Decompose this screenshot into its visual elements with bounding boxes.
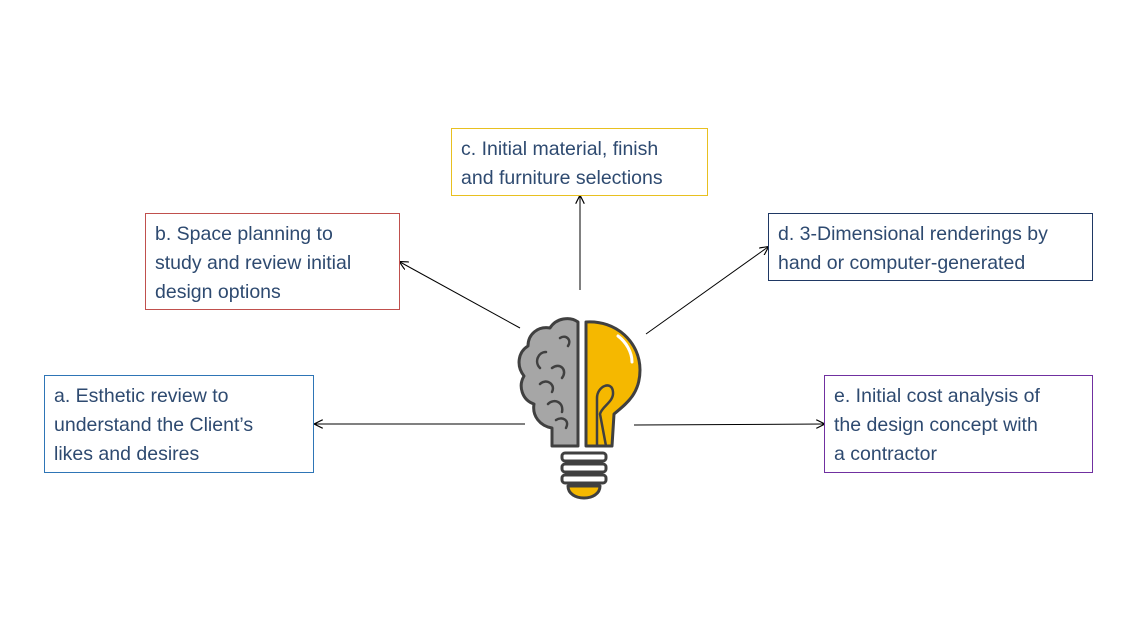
- arrow-to-b: [400, 262, 521, 329]
- box-a-line: understand the Client’s: [54, 414, 254, 436]
- box-e-line: e. Initial cost analysis of: [834, 385, 1040, 407]
- box-d-line: hand or computer-generated: [778, 252, 1026, 274]
- box-d-renderings: d. 3-Dimensional renderings by hand or c…: [768, 213, 1093, 281]
- box-a-line: likes and desires: [54, 443, 200, 465]
- box-c-line: c. Initial material, finish: [461, 138, 659, 160]
- box-b-space-planning: b. Space planning to study and review in…: [145, 213, 400, 310]
- box-a-esthetic-review: a. Esthetic review to understand the Cli…: [44, 375, 314, 473]
- box-e-cost-analysis: e. Initial cost analysis of the design c…: [824, 375, 1093, 473]
- bulb-half-icon: [584, 320, 642, 448]
- box-c-material-selections: c. Initial material, finish and furnitur…: [451, 128, 708, 196]
- box-b-line: design options: [155, 281, 281, 303]
- arrow-to-e: [633, 424, 824, 425]
- box-e-line: a contractor: [834, 443, 937, 465]
- box-d-line: d. 3-Dimensional renderings by: [778, 223, 1048, 245]
- box-a-line: a. Esthetic review to: [54, 385, 229, 407]
- box-c-line: and furniture selections: [461, 167, 663, 189]
- arrow-to-d: [645, 247, 768, 335]
- box-b-line: study and review initial: [155, 252, 352, 274]
- box-b-line: b. Space planning to: [155, 223, 333, 245]
- box-e-line: the design concept with: [834, 414, 1038, 436]
